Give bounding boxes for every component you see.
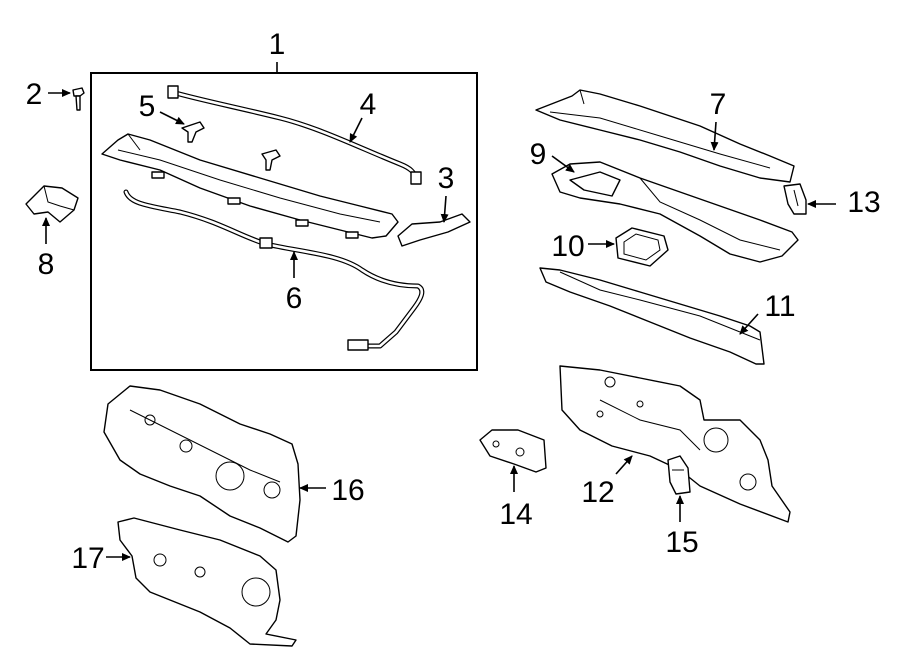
- callout-5: 5: [139, 90, 156, 123]
- arrow-3: [440, 195, 449, 223]
- arrow-5: [159, 111, 185, 125]
- arrow-7: [710, 121, 719, 151]
- callout-4: 4: [360, 88, 377, 121]
- callout-12: 12: [581, 476, 614, 509]
- part-5-clip: [181, 121, 281, 171]
- arrow-11: [739, 313, 759, 335]
- leader-arrows: [42, 89, 836, 561]
- callout-10: 10: [551, 230, 584, 263]
- part-13-bracket: [783, 183, 807, 215]
- callout-2: 2: [26, 78, 43, 111]
- callout-15: 15: [665, 526, 698, 559]
- part-1-cowl-grille: [101, 133, 399, 239]
- callout-1: 1: [269, 28, 286, 61]
- part-14-bracket: [479, 429, 547, 473]
- callout-13: 13: [847, 186, 880, 219]
- part-9-cowl-lower-panel: [551, 161, 799, 263]
- assembly-1-frame: [90, 72, 478, 371]
- part-12-dash-panel: [559, 365, 791, 523]
- part-10-insulator: [615, 227, 669, 267]
- callout-3: 3: [438, 162, 455, 195]
- callout-14: 14: [499, 498, 532, 531]
- callout-17: 17: [71, 542, 104, 575]
- callout-8: 8: [38, 248, 55, 281]
- callout-7: 7: [710, 88, 727, 121]
- part-4-washer-hose: [167, 85, 422, 185]
- part-7-cowl-panel: [535, 89, 795, 183]
- part-6-washer-hose: [123, 189, 425, 351]
- arrow-12: [615, 455, 633, 475]
- callout-11: 11: [764, 290, 795, 323]
- part-11-reinforcement: [539, 267, 765, 365]
- part-17-lower-insulator: [117, 517, 297, 647]
- callout-labels: 1 2 3 4 5 6 7 8 9 10 11 12 13 14 15 16 1…: [26, 28, 881, 575]
- part-8-clip: [25, 185, 79, 223]
- callout-16: 16: [331, 474, 364, 507]
- part-16-dash-insulator: [103, 385, 301, 543]
- callout-6: 6: [286, 282, 303, 315]
- part-15-bracket: [667, 455, 691, 495]
- part-2-pin-fastener: [72, 87, 85, 111]
- part-3-end-seal: [397, 213, 471, 247]
- arrow-9: [551, 155, 575, 173]
- arrow-4: [349, 117, 363, 143]
- callout-9: 9: [530, 138, 547, 171]
